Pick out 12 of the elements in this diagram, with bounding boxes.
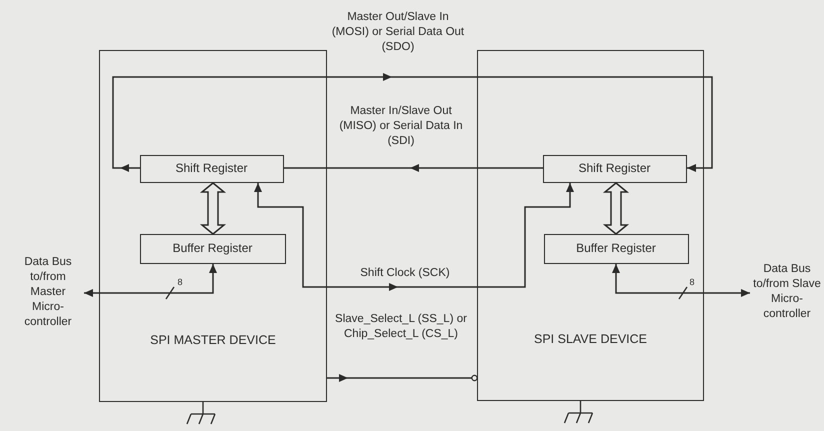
double-arrow: [602, 182, 630, 235]
register-box: Buffer Register: [544, 234, 688, 264]
double-arrow: [200, 182, 226, 235]
device-title: SPI SLAVE DEVICE: [532, 332, 648, 347]
bus-label: Data Bus to/from Master Micro-controller: [23, 254, 73, 330]
bus-label: Data Bus to/from Slave Micro-controller: [752, 262, 822, 322]
register-box: Buffer Register: [140, 234, 286, 264]
register-box: Shift Register: [542, 154, 686, 182]
device-title: SPI MASTER DEVICE: [149, 333, 277, 348]
register-box: Shift Register: [140, 154, 284, 182]
device-box: [477, 50, 704, 401]
device-box: [99, 50, 327, 402]
